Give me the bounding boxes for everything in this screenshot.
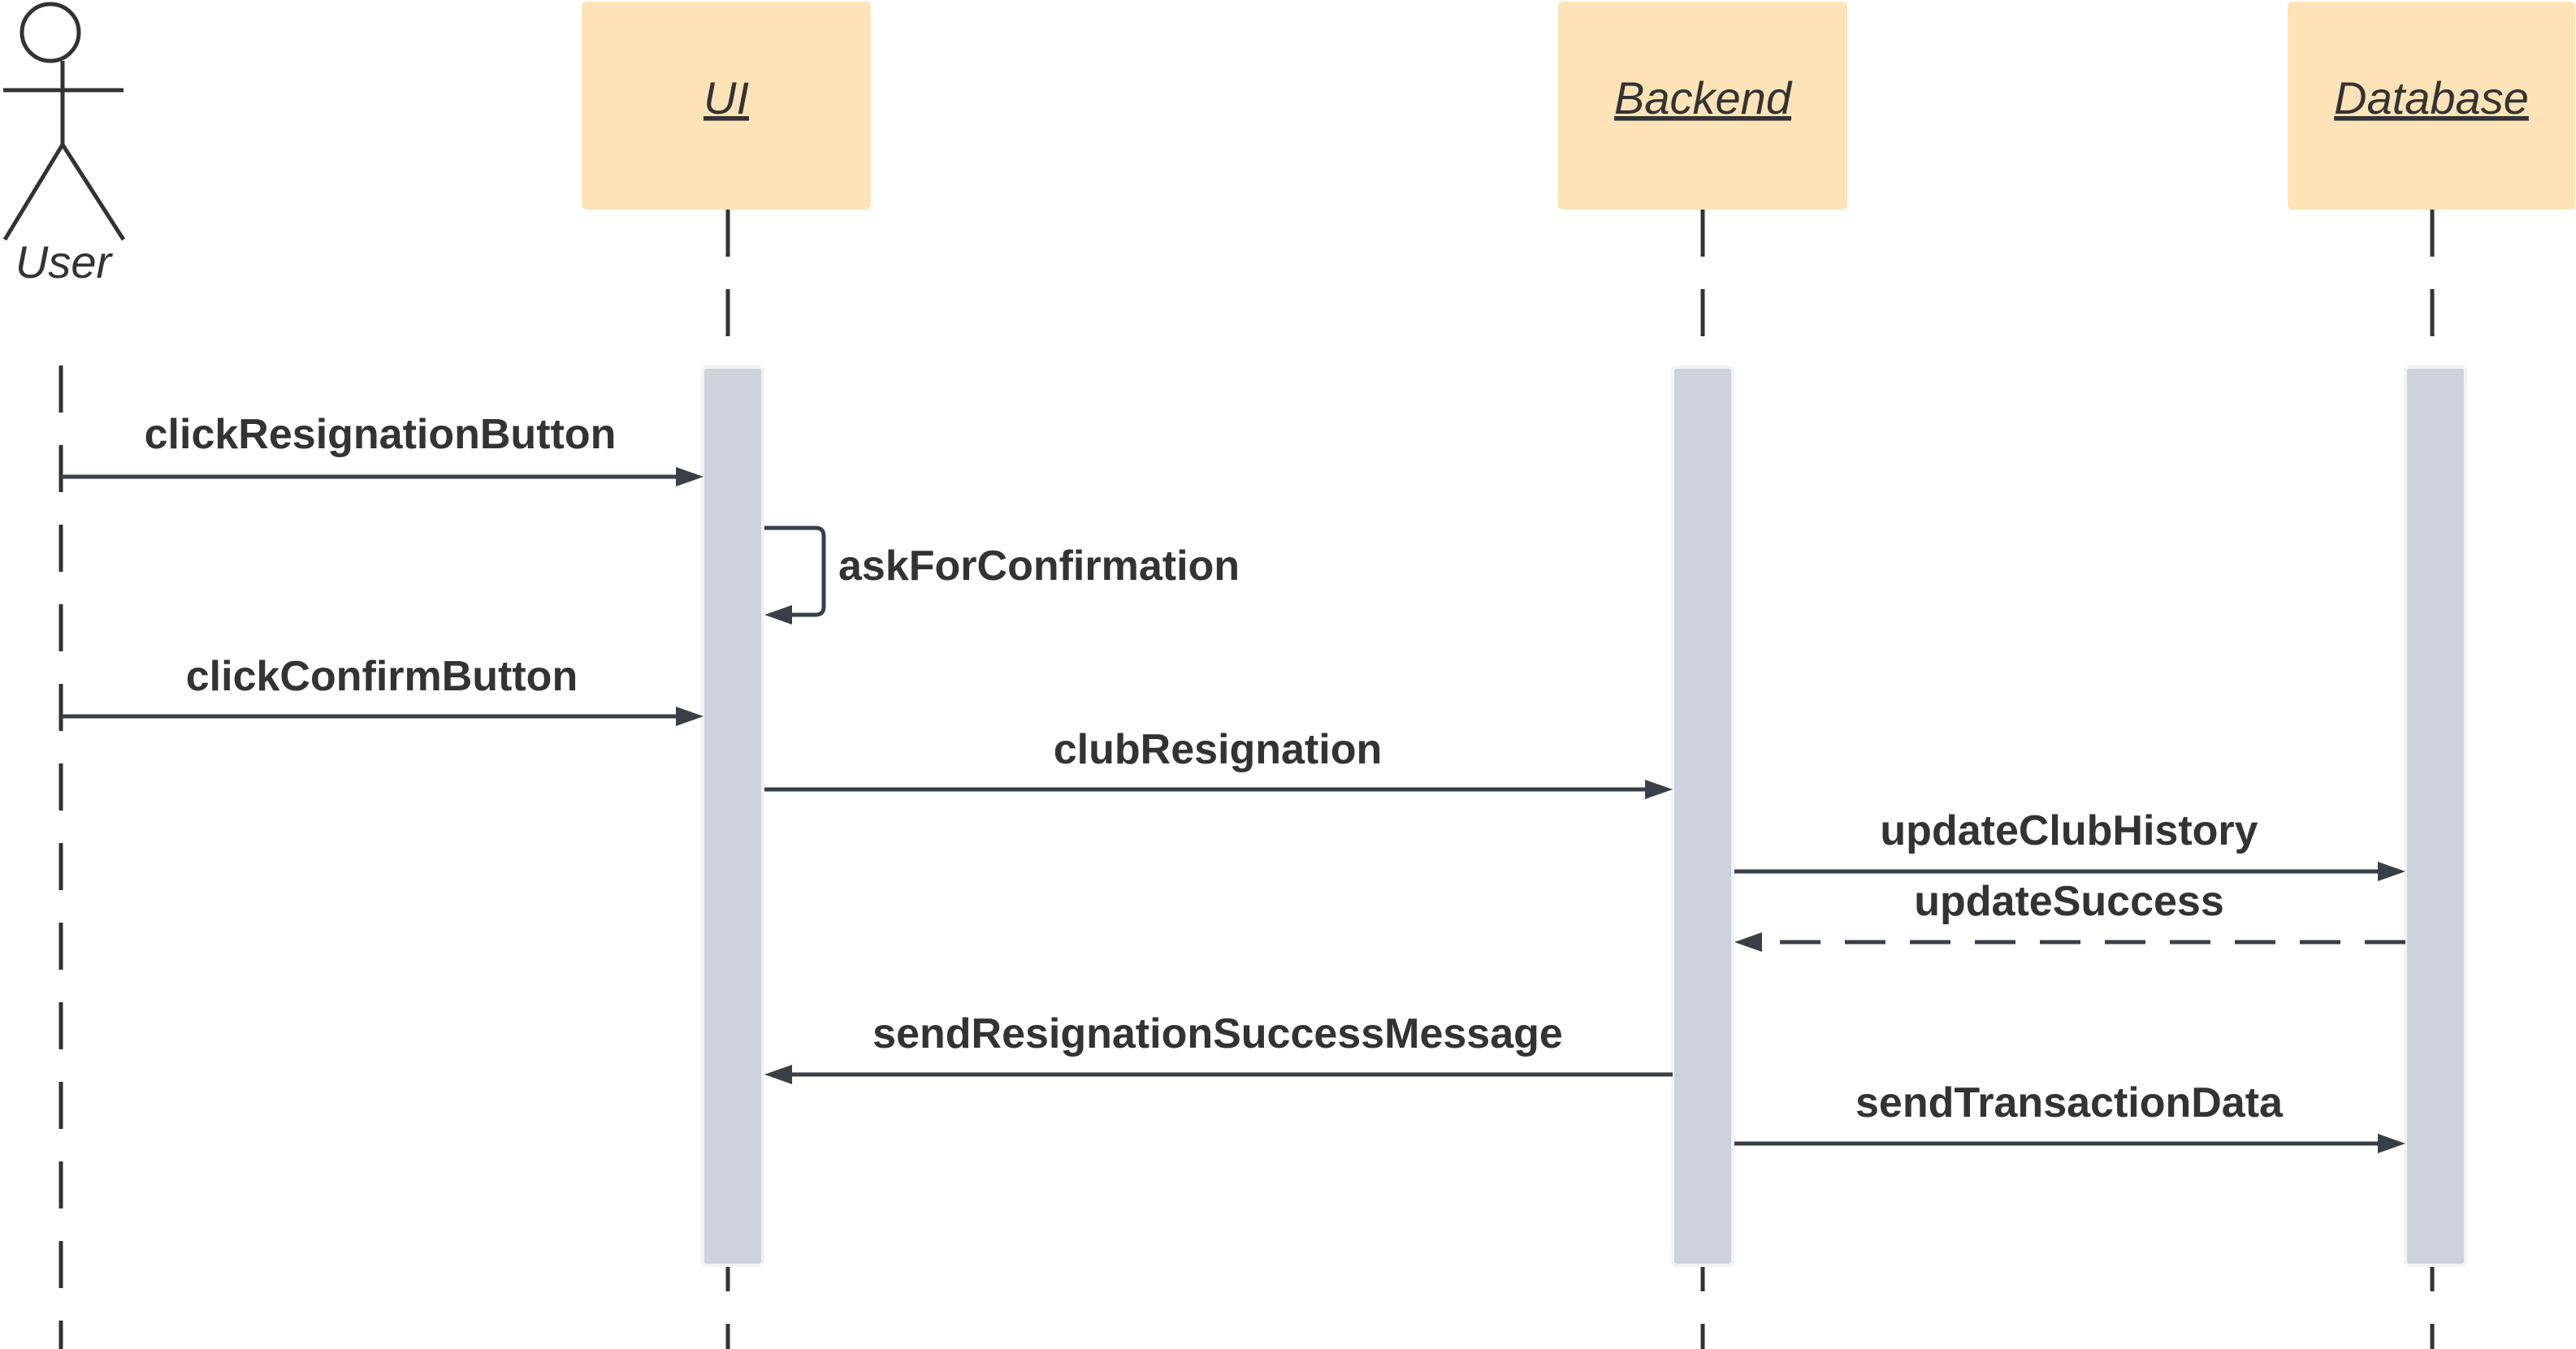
participant-box [582, 2, 871, 210]
actor-label: User [15, 236, 114, 288]
arrow-head [1734, 932, 1762, 952]
message-line [764, 525, 826, 617]
message-click-resignation-button: clickResignationButton [61, 411, 704, 486]
actor-head [19, 2, 81, 63]
actor-user: User [2, 2, 126, 288]
message-label: updateSuccess [1914, 878, 2224, 925]
message-update-club-history: updateClubHistory [1734, 807, 2405, 881]
participant-box [1558, 2, 1847, 210]
arrow-head [2378, 862, 2405, 881]
actor-left-leg [2, 143, 65, 241]
message-label: clickConfirmButton [186, 653, 578, 700]
activation-bar-ui [701, 365, 764, 1267]
participant-database: Database [2288, 2, 2575, 210]
arrow-head [676, 467, 704, 486]
activation-bar-backend [1671, 365, 1734, 1267]
participant-label: UI [704, 72, 749, 123]
message-click-confirm-button: clickConfirmButton [61, 653, 704, 726]
message-label: updateClubHistory [1880, 807, 2258, 854]
participant-label: Database [2334, 72, 2529, 123]
arrow-head [2378, 1134, 2405, 1153]
message-send-transaction-data: sendTransactionData [1734, 1079, 2405, 1153]
message-club-resignation: clubResignation [764, 726, 1673, 799]
participant-label: Backend [1614, 72, 1793, 123]
message-ask-for-confirmation: askForConfirmation [764, 525, 1240, 625]
activation-bar-database [2404, 365, 2467, 1267]
participant-box [2288, 2, 2575, 210]
message-label: sendResignationSuccessMessage [872, 1010, 1563, 1057]
actor-right-leg [60, 143, 126, 241]
participant-backend: Backend [1558, 2, 1847, 210]
arrow-head [764, 605, 792, 625]
message-update-success: updateSuccess [1734, 878, 2405, 952]
participant-ui: UI [582, 2, 871, 210]
arrow-head [1645, 780, 1673, 799]
message-label: askForConfirmation [838, 543, 1240, 590]
message-label: sendTransactionData [1855, 1079, 2284, 1126]
message-label: clubResignation [1054, 726, 1382, 773]
message-send-resignation-success-message: sendResignationSuccessMessage [764, 1010, 1673, 1084]
message-label: clickResignationButton [145, 411, 617, 458]
arrow-head [676, 707, 704, 726]
arrow-head [764, 1065, 792, 1084]
